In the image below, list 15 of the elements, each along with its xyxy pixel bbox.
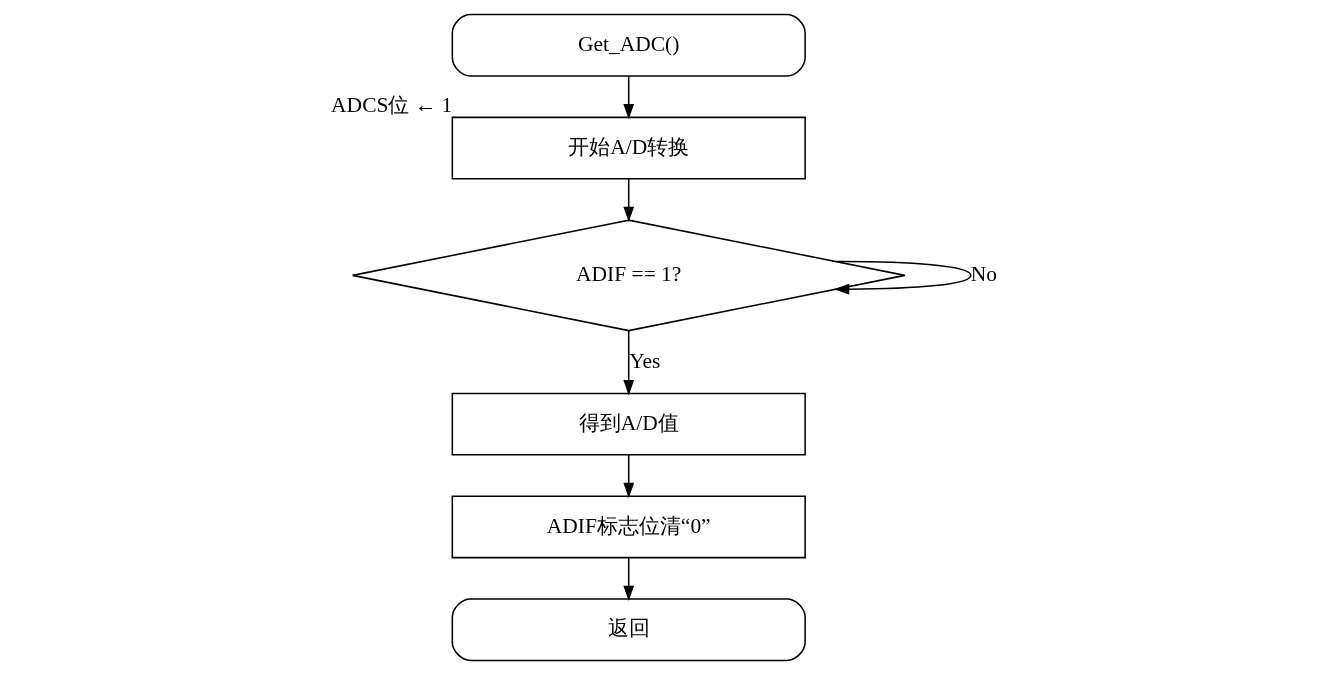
arrow xyxy=(623,330,635,396)
node-label: ADCS位 ← 1 xyxy=(331,92,453,117)
node-box: 返回 xyxy=(451,598,806,662)
node-box: 开始A/D转换 xyxy=(451,116,806,180)
node-box: ADIF标志位清“0” xyxy=(451,495,806,559)
arrow xyxy=(833,260,972,295)
edge-label: Yes xyxy=(629,348,661,373)
edge-label: No xyxy=(970,262,997,287)
arrow xyxy=(623,75,635,120)
arrow xyxy=(623,454,635,499)
arrow xyxy=(623,557,635,601)
arrow xyxy=(623,178,635,223)
node-diamond: ADIF == 1? xyxy=(351,219,906,332)
node-box: 得到A/D值 xyxy=(451,392,806,456)
node-box: Get_ADC() xyxy=(451,13,806,77)
